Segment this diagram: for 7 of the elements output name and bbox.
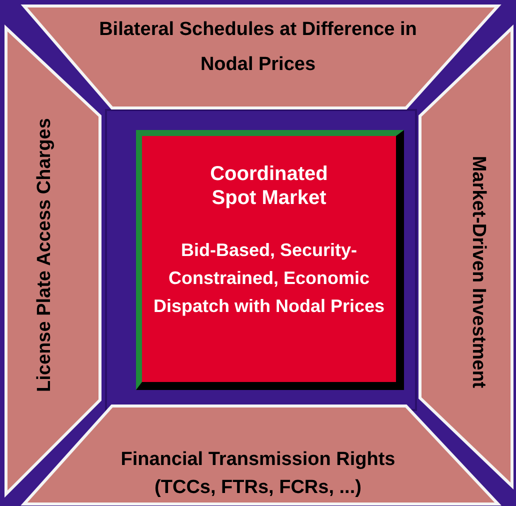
box-text: Bid-Based, Security-Constrained, Economic Dispatch with Nodal Prices: [152, 239, 386, 318]
market-box: [136, 130, 404, 390]
panel-label: License Plate Access Charges: [33, 117, 56, 394]
box-heading: Coordinated Spot Market: [209, 162, 329, 210]
panel-label: Bilateral Schedules at Difference in Nodal Prices: [98, 18, 418, 77]
panel-label: Financial Transmission Rights (TCCs, FTRs, FCRs, ...): [120, 448, 396, 500]
panel-label: Market-Driven Investment: [467, 154, 490, 390]
